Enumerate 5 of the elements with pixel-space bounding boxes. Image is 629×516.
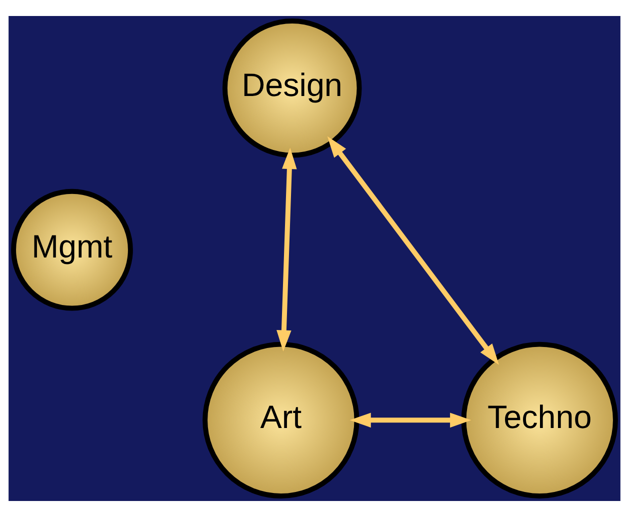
node-circle: Art <box>202 341 360 498</box>
arrow <box>350 412 472 428</box>
arrow <box>276 147 297 351</box>
arrow <box>327 136 499 364</box>
node-circle: Mgmt <box>11 188 133 310</box>
